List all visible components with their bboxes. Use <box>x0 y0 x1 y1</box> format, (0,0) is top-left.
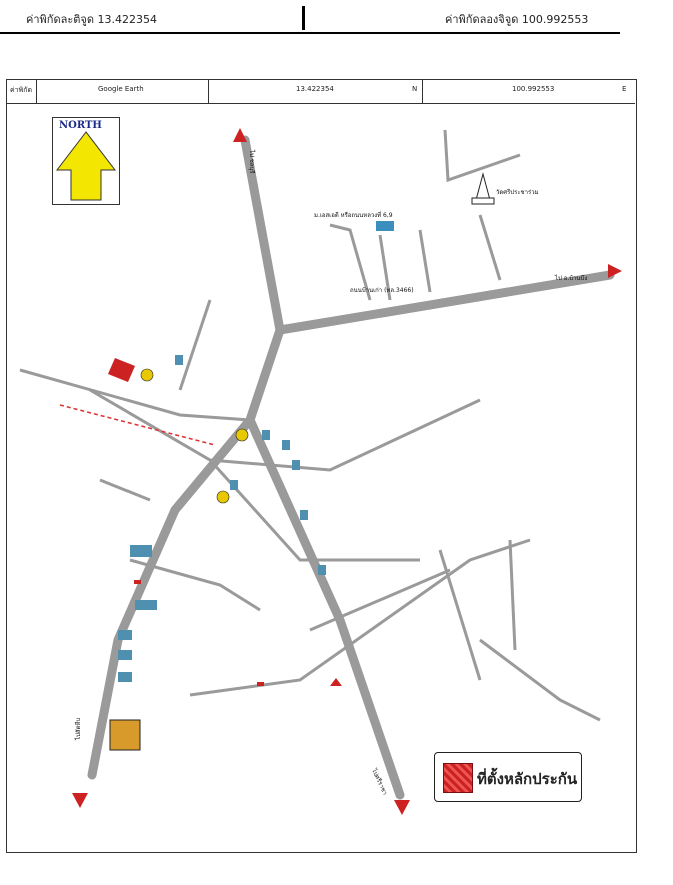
minor-roads <box>19 129 601 722</box>
legend-label: ที่ตั้งหลักประกัน <box>477 770 578 788</box>
header-n: N <box>412 85 418 93</box>
arrow-southwest-icon <box>72 793 88 808</box>
header-lat: 13.422354 <box>296 85 334 93</box>
housing-icon <box>376 221 394 231</box>
header-e: E <box>622 85 627 93</box>
arrow-south-icon <box>394 800 410 815</box>
north-label: NORTH <box>59 120 102 131</box>
army-icon <box>109 719 141 751</box>
property-marker <box>108 358 135 382</box>
latitude-label: ค่าพิกัดละติจูด 13.422354 <box>26 13 157 26</box>
to-sattahip-label: ไปสัตหีบ <box>74 718 82 741</box>
header-source: Google Earth <box>98 85 144 93</box>
to-sriracha-label: ไปศรีราชา <box>370 767 389 797</box>
arrow-north-icon <box>233 128 247 142</box>
legend-box: ที่ตั้งหลักประกัน <box>434 752 582 802</box>
mitsubishi-icon <box>330 678 342 686</box>
header-lon: 100.992553 <box>512 85 555 93</box>
flag-icons <box>134 580 264 686</box>
boundary-line <box>59 404 216 446</box>
temple-label: วัดศรีประชาร่วม <box>496 188 539 196</box>
road-to-rayong <box>245 415 405 800</box>
header-label: ค่าพิกัด <box>10 86 33 94</box>
direction-arrows <box>72 128 622 815</box>
divider <box>302 6 305 30</box>
to-banbueng-label: ไป อ.บ้านบึง <box>554 274 587 282</box>
poi-badges <box>140 368 249 504</box>
map-frame <box>6 79 637 853</box>
to-chonburi-label: ไป ชลบุรี <box>248 149 256 174</box>
top-rule <box>0 32 620 34</box>
road-3466 <box>275 270 615 335</box>
legend-swatch <box>443 763 473 793</box>
temple-icon <box>471 172 495 205</box>
coordinate-bar: ค่าพิกัดละติจูด 13.422354 ค่าพิกัดลองจิจ… <box>0 0 673 36</box>
longitude-label: ค่าพิกัดลองจิจูด 100.992553 <box>445 13 589 26</box>
housing-label: ม.เอสเอดี หรือถนนหลวงที่ 6,9 <box>314 211 393 219</box>
road-3466-label: ถนนบ้านเก่า (ทล.3466) <box>350 287 414 294</box>
arrow-east-icon <box>608 264 622 278</box>
north-indicator: NORTH <box>52 117 120 205</box>
building-icons <box>118 355 326 682</box>
north-arrow-icon <box>55 131 117 201</box>
map-header: ค่าพิกัด Google Earth 13.422354 N 100.992… <box>6 79 635 104</box>
